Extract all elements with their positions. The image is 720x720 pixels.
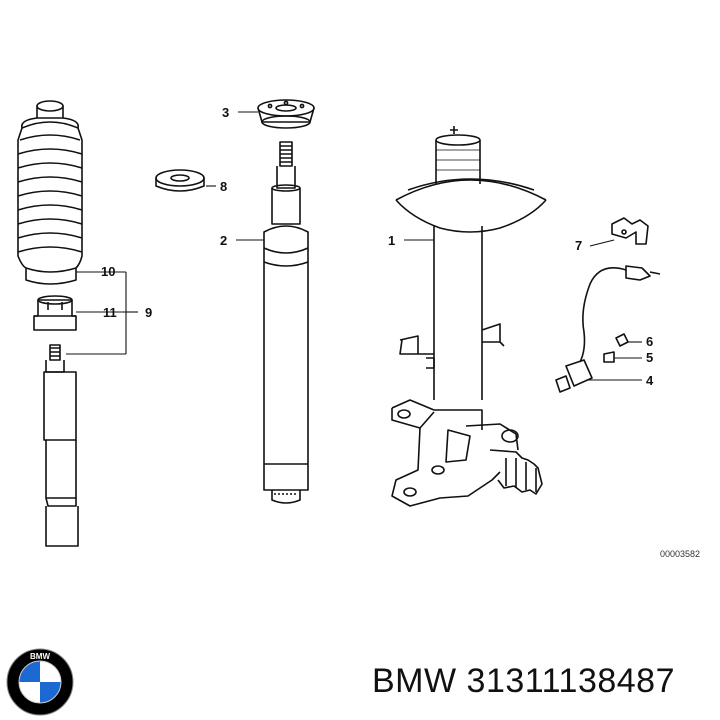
callout-2: 2	[220, 233, 227, 248]
callout-4: 4	[646, 373, 654, 388]
reference-code: 00003582	[660, 549, 700, 559]
leader-lines	[66, 111, 642, 381]
callout-7: 7	[575, 238, 582, 253]
callout-5: 5	[646, 350, 653, 365]
strut-housing	[391, 126, 547, 507]
bmw-logo-icon: BMW	[6, 648, 74, 716]
logo-letters: BMW	[30, 652, 50, 661]
piston-rod	[43, 344, 79, 547]
callout-1: 1	[388, 233, 395, 248]
bump-stop	[33, 295, 77, 331]
top-mount	[257, 99, 315, 129]
callout-9: 9	[145, 305, 152, 320]
callout-8: 8	[220, 179, 227, 194]
callout-6: 6	[646, 334, 653, 349]
wear-sensor-assembly	[555, 217, 661, 393]
shock-absorber	[263, 141, 309, 504]
callout-11: 11	[103, 305, 117, 320]
thrust-bearing	[155, 169, 205, 192]
callout-10: 10	[101, 264, 115, 279]
callout-3: 3	[222, 105, 229, 120]
dust-boot	[17, 100, 83, 285]
part-number-label: BMW 31311138487	[372, 662, 675, 700]
